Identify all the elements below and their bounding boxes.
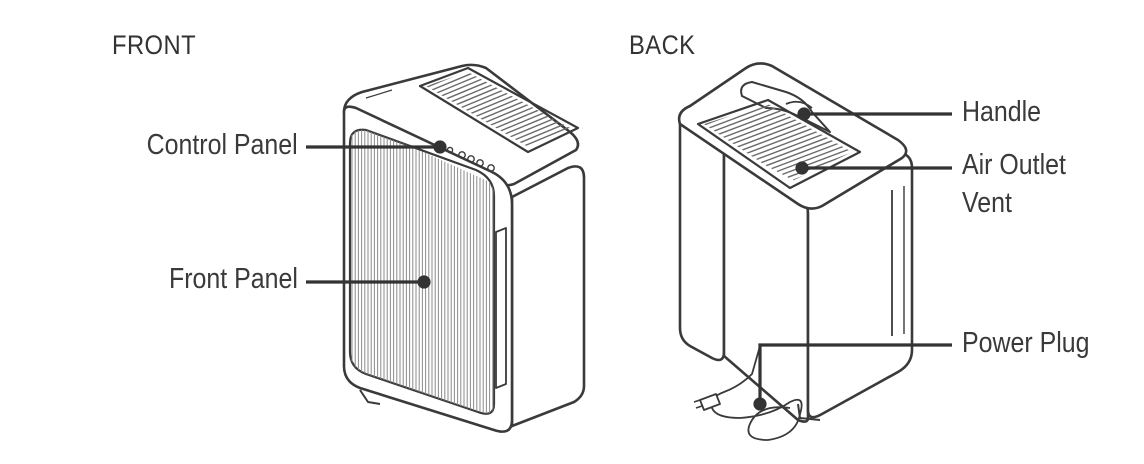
vent-slat [435,77,484,100]
control-panel-buttons [446,146,495,172]
front-panel-grille [351,129,494,414]
brand-mark [365,89,393,99]
vent-slat [717,110,792,141]
vent-slat [738,122,814,152]
front-unit [342,63,586,433]
vent-slat [749,128,825,158]
power-plug-prongs [693,399,703,409]
front-unit-side-recess [495,227,507,389]
vent-slat [523,125,570,147]
vent-slat [440,80,490,102]
vent-slat [760,134,836,164]
vent-slat [711,108,787,138]
vent-slat [461,91,510,114]
air-outlet-label-line1: Air Outlet [962,149,1066,181]
vent-slat [487,105,536,128]
vent-slat [426,72,474,94]
vent-slat [502,114,552,136]
vent-slat [456,88,505,111]
power-plug-label: Power Plug [962,327,1090,359]
vent-slat [471,97,521,119]
front-unit-feet [359,389,381,405]
vent-slat [744,125,819,155]
back-unit-side [678,114,726,362]
air-outlet-label-line2: Vent [962,187,1012,219]
vent-slat [450,86,500,108]
front-panel-label: Front Panel [169,263,298,295]
control-panel-label: Control Panel [146,129,298,161]
front-unit-side [510,165,586,428]
vent-slat [755,131,830,161]
vent-slat [492,108,542,130]
vent-slat [466,94,516,116]
vent-slat [776,142,852,173]
vent-slat [430,74,479,97]
top-vent-frame [418,66,580,154]
vent-slat [728,116,803,147]
back-unit [677,62,914,441]
handle-label: Handle [962,96,1042,128]
power-plug [699,393,721,411]
front-view-heading: FRONT [112,30,197,60]
power-cord [710,345,803,441]
vent-slat [706,105,782,135]
vent-slat [445,83,495,105]
vent-slat [733,119,809,149]
callout-leaders [306,107,952,411]
vent-slat [782,145,852,176]
vent-slat [722,113,798,144]
vent-slat [704,104,776,132]
vent-slat [771,139,846,170]
back-unit-foot [797,403,821,421]
back-view-heading: BACK [629,30,696,60]
air-outlet-vent-frame [696,98,862,190]
vent-slat [765,137,841,167]
vent-slat [476,100,526,122]
vent-slat [482,102,531,125]
handle-arc [785,100,813,109]
vent-slat [497,111,547,133]
vent-slat [513,119,562,142]
vent-slat [508,116,557,139]
vent-slat [518,122,568,144]
